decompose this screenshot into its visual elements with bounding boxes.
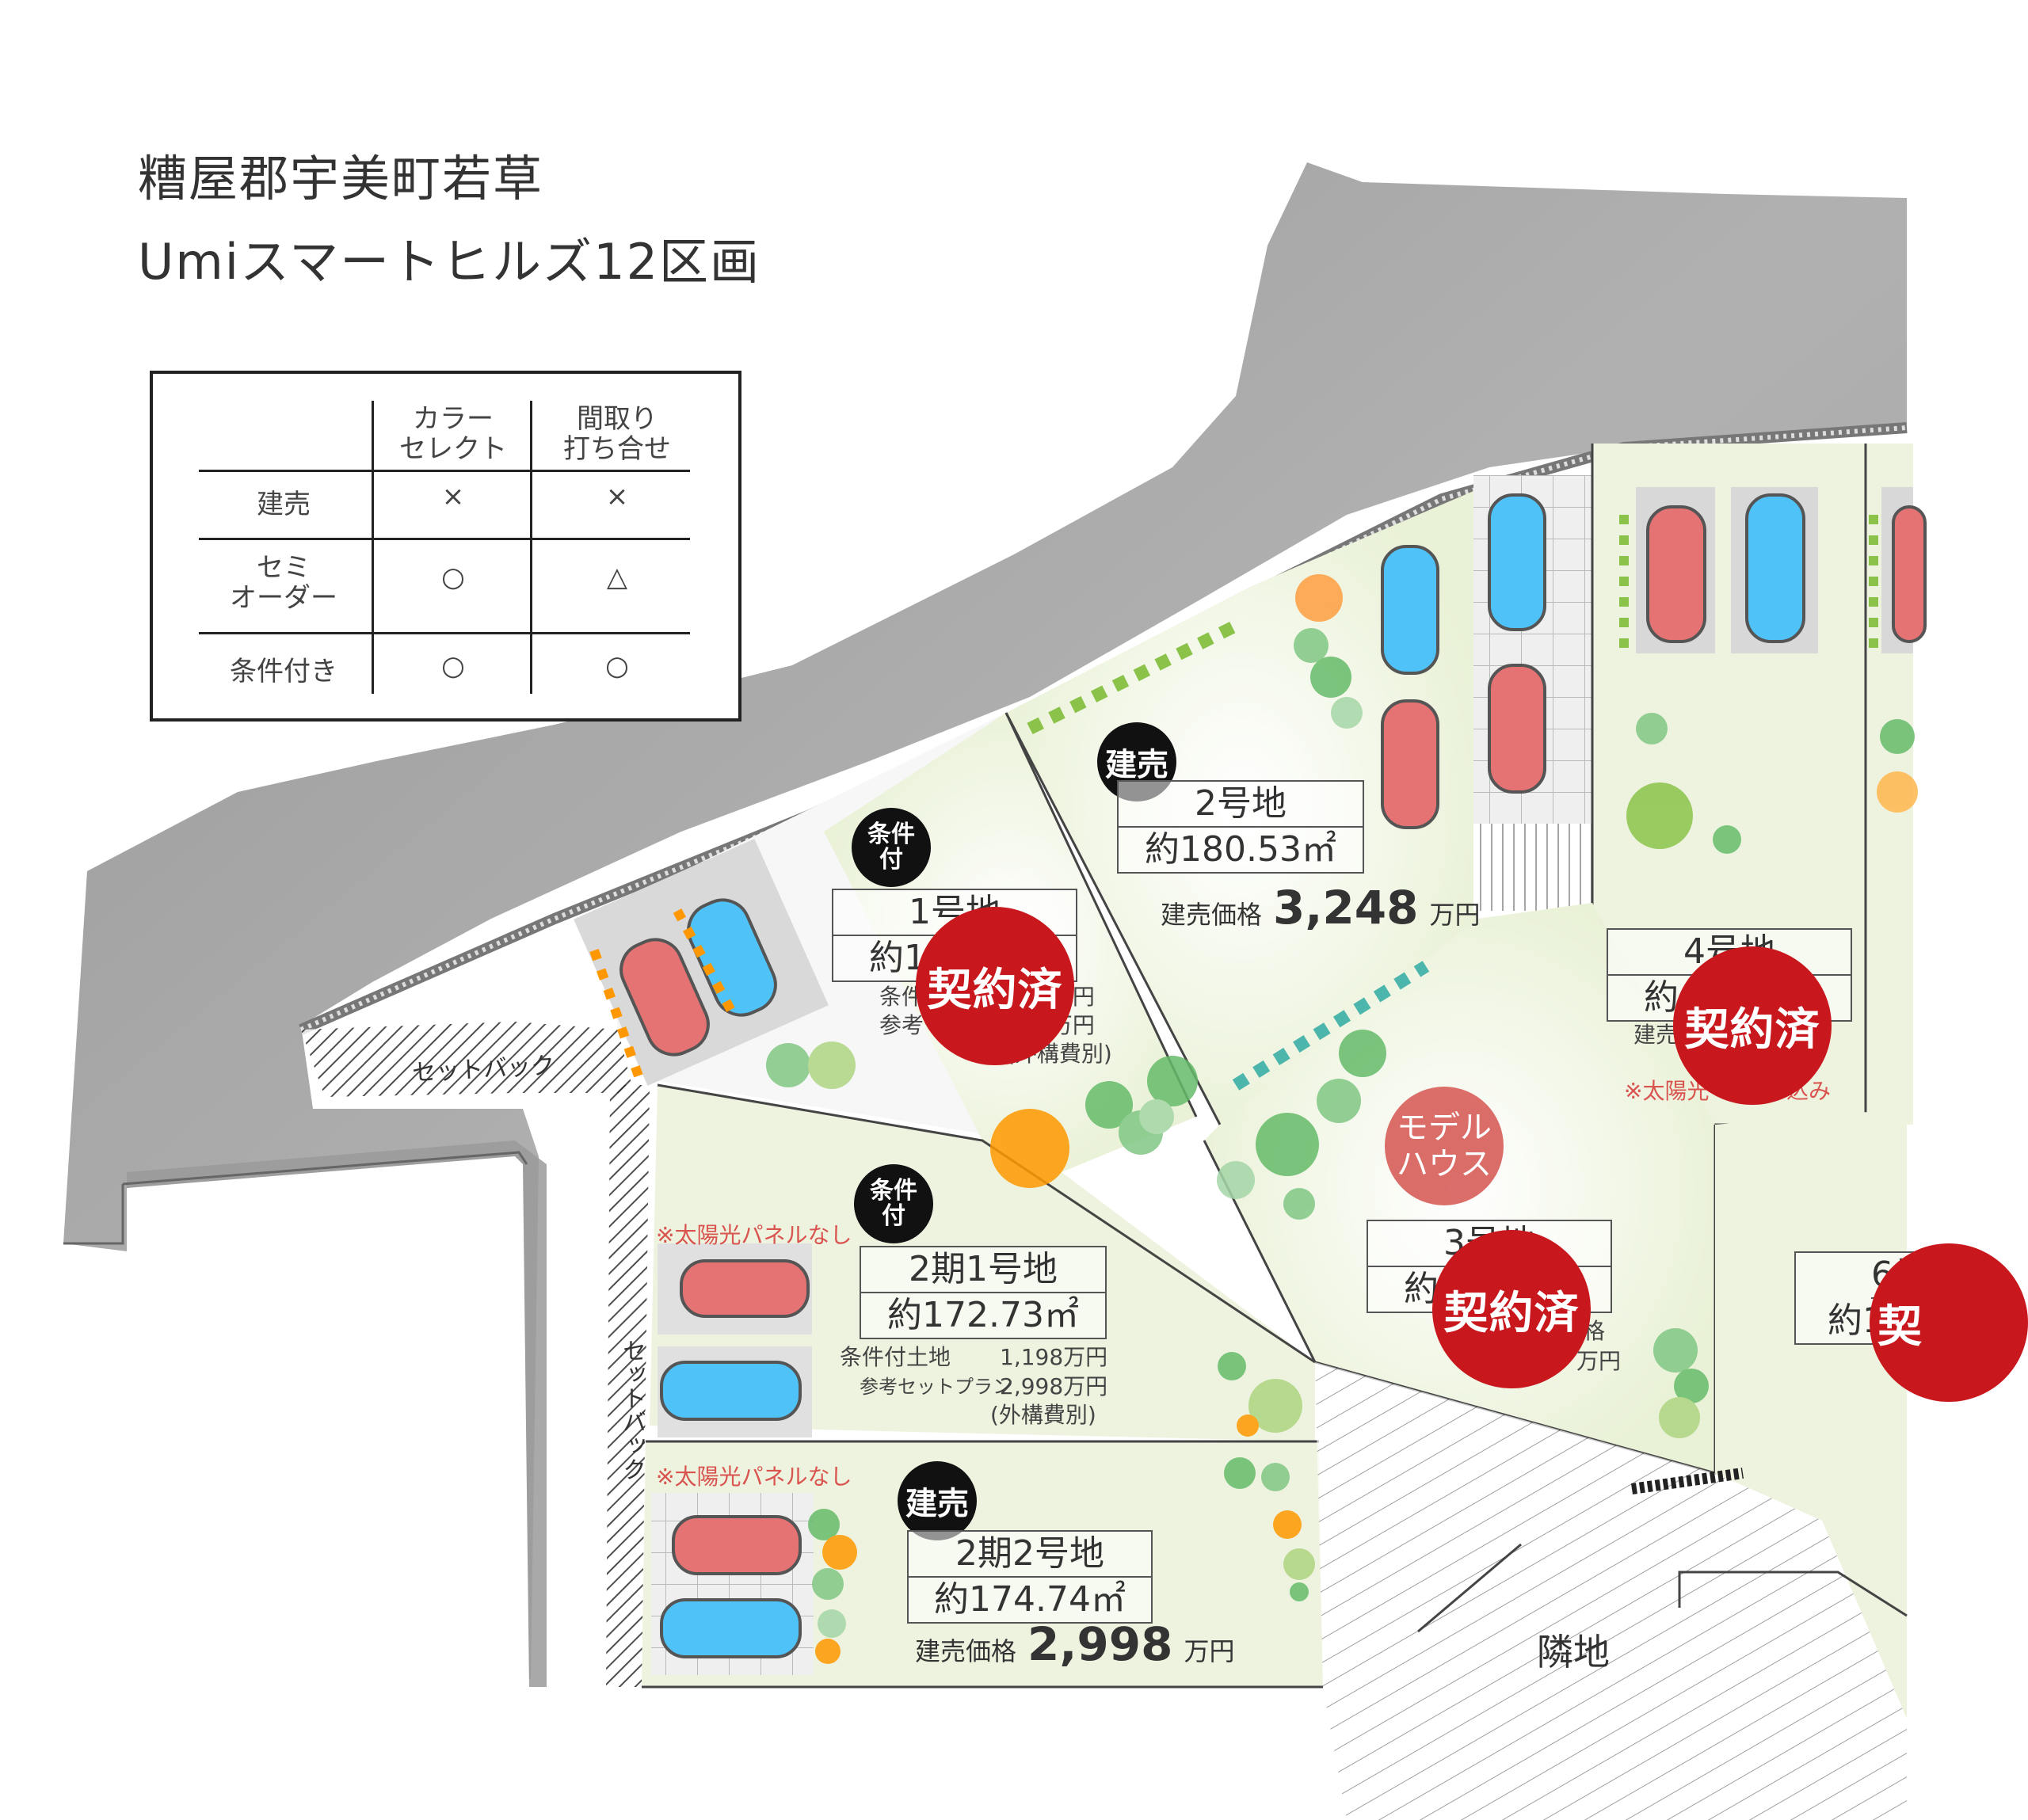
- page-subtitle: Umiスマートヒルズ12区画: [138, 233, 761, 291]
- legend-mark: ×: [441, 481, 465, 512]
- site-plan: 糟屋郡宇美町若草 Umiスマートヒルズ12区画 カラー セレクト 間取り 打ち合…: [63, 150, 2028, 1820]
- lot6-contracted-badge: 契: [1870, 1243, 2028, 1402]
- lot2-price-label: 建売価格: [1161, 900, 1263, 930]
- lot4-area: 約: [1644, 977, 1679, 1018]
- trees: [766, 574, 1918, 1664]
- legend-divider: [372, 401, 374, 694]
- legend-mark: ○: [441, 562, 465, 593]
- lot1-contracted-badge: 契約済: [916, 907, 1074, 1065]
- lot4-price-fragment: 建売: [1633, 1022, 1679, 1048]
- legend-table: カラー セレクト 間取り 打ち合せ 建売 × × セミ オーダー ○ △ 条件付…: [150, 371, 741, 722]
- p2lot1-condition-price: 1,198万円: [1000, 1344, 1108, 1370]
- page-title: 糟屋郡宇美町若草: [138, 150, 544, 208]
- lot3-contracted-badge: 契約済: [1432, 1230, 1591, 1388]
- lot4-contracted-badge: 契約済: [1673, 946, 1832, 1105]
- p2lot1-area: 約172.73㎡: [887, 1295, 1079, 1335]
- lot1-conditional-badge: 条件 付: [852, 808, 931, 887]
- p2lot2-price-label: 建売価格: [915, 1636, 1017, 1666]
- p2lot1-reference-price: 2,998万円: [1000, 1373, 1108, 1399]
- p2lot2-area: 約174.74㎡: [934, 1579, 1126, 1620]
- lot2-name: 2号地: [1119, 782, 1363, 828]
- legend-divider: [530, 401, 532, 694]
- lot2-info-box[interactable]: 2号地 約180.53㎡: [1117, 780, 1364, 874]
- p2lot1-reference-label: 参考セットプラン: [860, 1376, 1012, 1398]
- hedges: [589, 515, 1878, 1091]
- setback-label-vertical: セットバック: [618, 1338, 646, 1481]
- legend-header-color-select: カラー セレクト: [399, 403, 507, 465]
- lot2-price-value: 3,248: [1273, 881, 1419, 935]
- p2lot2-solar-note: ※太陽光パネルなし: [656, 1464, 852, 1490]
- p2lot1-condition-label: 条件付土地: [840, 1344, 951, 1370]
- p2lot1-name: 2期1号地: [861, 1247, 1105, 1293]
- legend-mark: ○: [605, 650, 629, 682]
- p2lot2-info-box[interactable]: 2期2号地 約174.74㎡: [907, 1530, 1153, 1624]
- p2lot1-solar-note: ※太陽光パネルなし: [656, 1222, 852, 1248]
- legend-mark: ×: [605, 481, 629, 512]
- lot4-solar-note: ※太陽光: [1624, 1078, 1710, 1104]
- lot2-price: 建売価格 3,248 万円: [1161, 881, 1481, 935]
- p2lot2-price: 建売価格 2,998 万円: [915, 1617, 1235, 1671]
- lot2-area: 約180.53㎡: [1145, 829, 1336, 870]
- legend-divider: [199, 470, 690, 472]
- cars: [619, 493, 1927, 1658]
- setback-label: セットバック: [411, 1052, 555, 1087]
- p2lot1-exterior-note: (外構費別): [990, 1402, 1096, 1428]
- legend-row-label: セミ オーダー: [230, 552, 337, 614]
- lot3-price-unit-fragment: 万円: [1576, 1348, 1622, 1374]
- neighbor-label: 隣地: [1537, 1631, 1610, 1673]
- legend-mark: △: [606, 562, 628, 593]
- legend-header-layout: 間取り 打ち合せ: [563, 403, 671, 465]
- lot2-price-unit: 万円: [1429, 900, 1481, 930]
- legend-row-label: 条件付き: [230, 656, 337, 687]
- p2lot1-info-box[interactable]: 2期1号地 約172.73㎡: [860, 1246, 1107, 1339]
- legend-mark: ○: [441, 650, 465, 682]
- p2lot2-ready-built-badge: 建売: [898, 1461, 977, 1540]
- p2lot2-price-value: 2,998: [1027, 1617, 1173, 1671]
- p2lot2-name: 2期2号地: [909, 1532, 1151, 1578]
- legend-divider: [199, 538, 690, 540]
- legend-row-label: 建売: [257, 489, 311, 520]
- legend-divider: [199, 632, 690, 634]
- p2lot2-price-unit: 万円: [1184, 1636, 1235, 1666]
- model-house-badge: モデル ハウス: [1385, 1087, 1504, 1205]
- p2lot1-conditional-badge: 条件 付: [854, 1164, 933, 1243]
